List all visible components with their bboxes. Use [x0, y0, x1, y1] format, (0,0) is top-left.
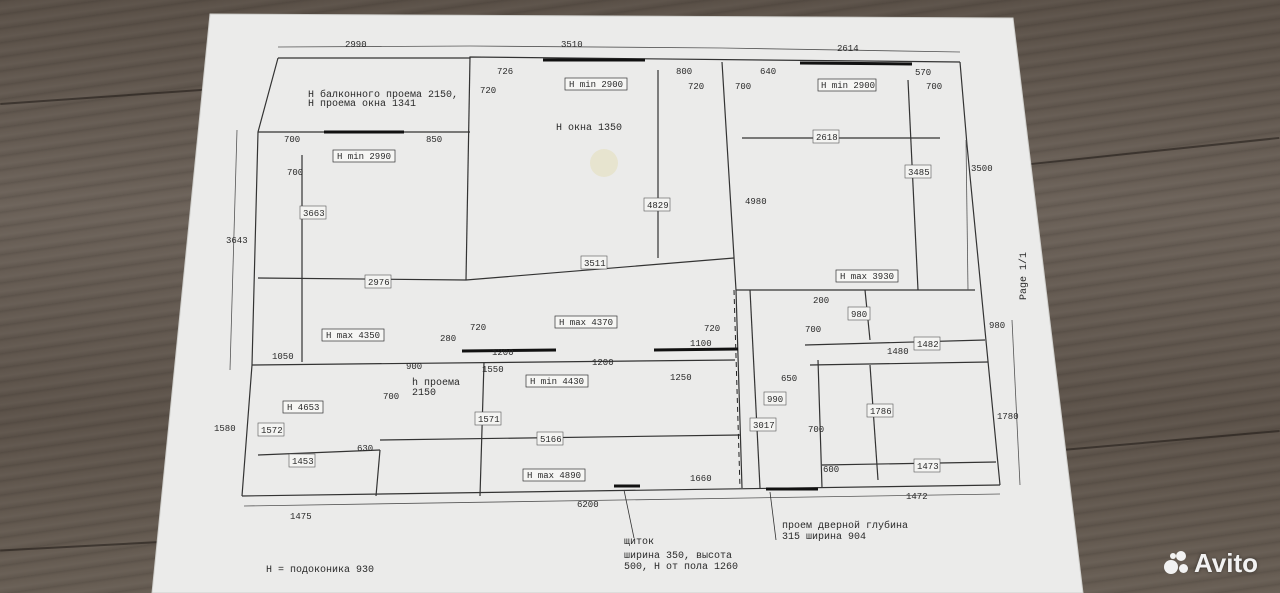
height-label: H min 2900 — [821, 81, 875, 91]
dim-room: 900 — [406, 362, 422, 372]
height-label: H max 3930 — [840, 272, 894, 282]
dim-room: 700 — [284, 135, 300, 145]
dim-room: 1473 — [917, 462, 939, 472]
dim-bottom-3: 1472 — [906, 492, 928, 502]
height-label: H max 4350 — [326, 331, 380, 341]
note-door-depth: проем дверной глубина — [782, 519, 908, 532]
paper-sheet — [152, 14, 1083, 593]
dim-top-2: 3510 — [561, 40, 583, 50]
dim-room: 700 — [383, 392, 399, 402]
height-label: H max 4890 — [527, 471, 581, 481]
watermark-text: Avito — [1193, 548, 1258, 578]
watermark-logo: Avito — [1163, 548, 1258, 579]
dim-right-3: 1780 — [997, 412, 1019, 422]
dim-room: 1050 — [272, 352, 294, 362]
dashed-wall — [733, 289, 741, 489]
avito-dots-icon — [1163, 550, 1190, 577]
dim-room: 630 — [357, 444, 373, 454]
height-labels: H min 2990 H min 2900 H min 2900 H max 3… — [282, 77, 899, 482]
dim-room: 3017 — [753, 421, 775, 431]
dim-room: 1550 — [482, 365, 504, 375]
dim-room: 720 — [704, 324, 720, 334]
height-label: H min 2990 — [337, 152, 391, 162]
dim-room: 850 — [426, 135, 442, 145]
paper-stain — [590, 149, 618, 177]
dim-room: 700 — [735, 82, 751, 92]
dim-right-1: 3500 — [971, 164, 993, 174]
height-label: H 4653 — [287, 403, 319, 413]
note-door-opening-value: 2150 — [412, 388, 436, 399]
room-dimensions: 3663 2976 4829 3511 2618 3485 4980 1050 … — [257, 67, 942, 475]
dim-room: 800 — [676, 67, 692, 77]
dim-room: 3485 — [908, 168, 930, 178]
dim-bottom-1: 1475 — [290, 512, 312, 522]
dim-room: 720 — [470, 323, 486, 333]
dim-room: 200 — [813, 296, 829, 306]
dim-room: 720 — [688, 82, 704, 92]
window-marks — [324, 58, 913, 491]
dim-room: 980 — [851, 310, 867, 320]
dim-room: 5166 — [540, 435, 562, 445]
note-panel-height: 500, H от пола 1260 — [624, 562, 738, 573]
dim-room: 700 — [805, 325, 821, 335]
dim-room: 1786 — [870, 407, 892, 417]
dim-room: 640 — [760, 67, 776, 77]
plan-walls — [241, 56, 1001, 497]
dim-room: 4829 — [647, 201, 669, 211]
dim-room: 1100 — [690, 339, 712, 349]
note-window-opening: H проема окна 1341 — [308, 99, 416, 110]
panel-leader-line — [623, 489, 635, 539]
dim-room: 990 — [767, 395, 783, 405]
dim-room: 1482 — [917, 340, 939, 350]
dim-room: 2976 — [368, 278, 390, 288]
height-label: H max 4370 — [559, 318, 613, 328]
dim-room: 1250 — [670, 373, 692, 383]
dim-room: 1200 — [492, 348, 514, 358]
dim-room: 1453 — [292, 457, 314, 467]
dim-room: 280 — [440, 334, 456, 344]
dim-top-3: 2614 — [837, 44, 859, 54]
dim-left-1: 3643 — [226, 236, 248, 246]
dim-bottom-2: 6200 — [577, 500, 599, 510]
dim-room: 1572 — [261, 426, 283, 436]
dim-room: 1480 — [887, 347, 909, 357]
dim-room: 700 — [926, 82, 942, 92]
dim-top-1: 2990 — [345, 40, 367, 50]
note-window-height: H окна 1350 — [556, 123, 622, 134]
dim-room: 3511 — [584, 259, 606, 269]
dim-room: 2618 — [816, 133, 838, 143]
dim-room: 1571 — [478, 415, 500, 425]
dim-room: 650 — [781, 374, 797, 384]
paper-edge — [151, 13, 1084, 593]
dim-room: 4980 — [745, 197, 767, 207]
dim-room: 1200 — [592, 358, 614, 368]
note-panel-size: ширина 350, высота — [624, 551, 732, 562]
dim-left-2: 1580 — [214, 424, 236, 434]
note-door-width: 315 ширина 904 — [782, 532, 866, 543]
dim-room: 570 — [915, 68, 931, 78]
door-leader-line — [769, 491, 777, 541]
dim-room: 700 — [808, 425, 824, 435]
dim-room: 3663 — [303, 209, 325, 219]
page-number: Page 1/1 — [1018, 252, 1030, 300]
note-panel: щиток — [624, 537, 654, 548]
note-sill-height: H = подоконика 930 — [266, 565, 374, 576]
dim-bottom-4: 1660 — [690, 474, 712, 484]
note-balcony-opening: H балконного проема 2150, — [308, 88, 458, 101]
note-door-opening: h проема — [412, 377, 460, 389]
height-label: H min 2900 — [569, 80, 623, 90]
dimension-lines — [229, 45, 1021, 507]
dim-room: 700 — [287, 168, 303, 178]
dim-room: 720 — [480, 86, 496, 96]
height-label: H min 4430 — [530, 377, 584, 387]
dim-right-2: 980 — [989, 321, 1005, 331]
dim-room: 726 — [497, 67, 513, 77]
dim-room: 600 — [823, 465, 839, 475]
